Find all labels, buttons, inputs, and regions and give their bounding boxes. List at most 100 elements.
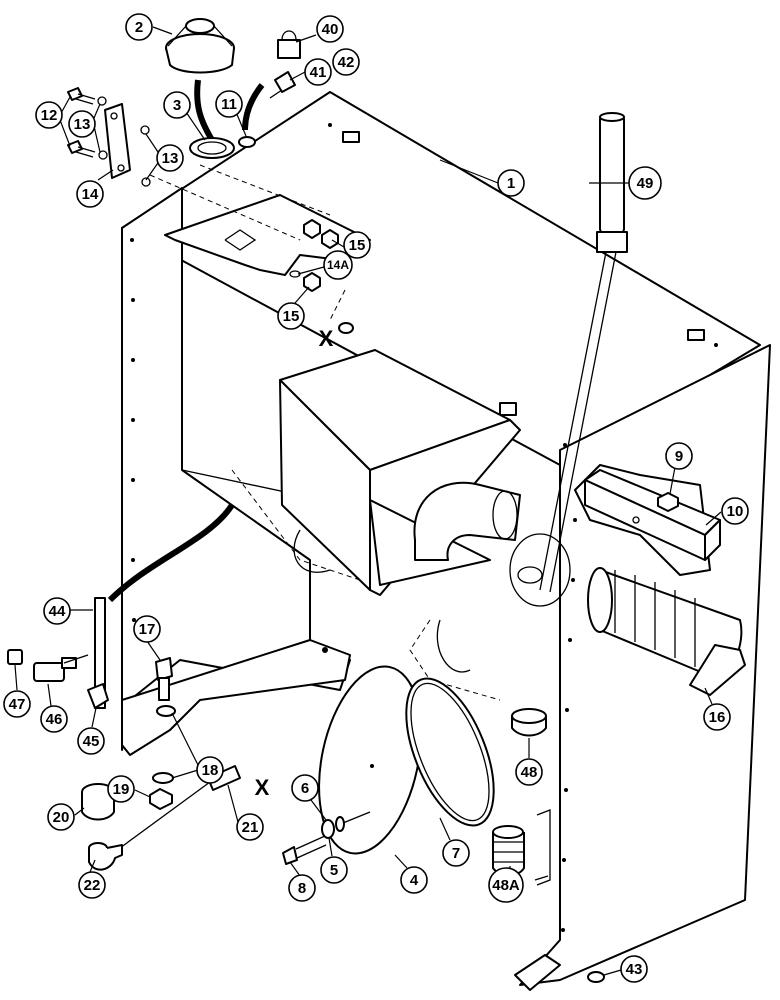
leader-lines [14, 26, 722, 976]
o-ring-13-lower [141, 177, 151, 187]
right-plate-bracket [536, 809, 551, 886]
plug-48 [511, 708, 547, 737]
right-internals [574, 464, 746, 696]
callout-11: 11 [215, 90, 243, 118]
callout-5: 5 [320, 856, 348, 884]
svg-text:3: 3 [173, 97, 181, 114]
plug-48a [492, 825, 525, 877]
callout-14a: 14A [323, 250, 353, 280]
callout-15: 15 [343, 231, 371, 259]
callout-2: 2 [125, 13, 153, 41]
svg-text:45: 45 [83, 733, 100, 750]
callout-19: 19 [107, 775, 135, 803]
svg-text:2: 2 [135, 19, 143, 36]
svg-text:19: 19 [113, 781, 130, 798]
callout-13: 13 [156, 144, 184, 172]
svg-text:16: 16 [709, 709, 726, 726]
x-mark-bottom: X [255, 775, 270, 800]
bolt-8 [282, 835, 327, 865]
x-mark-top: X [319, 326, 334, 351]
clip-41 [274, 71, 296, 93]
internal-elbow-pipe [413, 481, 521, 561]
svg-text:48A: 48A [492, 877, 520, 894]
svg-text:8: 8 [298, 880, 306, 897]
callout-8: 8 [288, 874, 316, 902]
right-plate-foot [514, 954, 561, 991]
svg-text:46: 46 [46, 711, 63, 728]
nut-15-bottom [303, 272, 321, 292]
callout-46: 46 [40, 705, 68, 733]
bolt-17 [155, 657, 173, 701]
callout-20: 20 [47, 803, 75, 831]
svg-text:11: 11 [221, 96, 237, 113]
seal-6 [335, 816, 345, 832]
svg-text:18: 18 [202, 762, 219, 779]
top-lug-right [687, 329, 705, 341]
callout-3: 3 [163, 91, 191, 119]
callout-14: 14 [76, 180, 104, 208]
callout-6: 6 [291, 774, 319, 802]
bottom-mount-plate-left [121, 639, 351, 756]
svg-text:9: 9 [675, 448, 683, 465]
tube-49-body [599, 114, 625, 234]
lower-center-parts [282, 665, 605, 983]
padlock-40 [277, 39, 301, 59]
callout-43: 43 [620, 955, 648, 983]
strap-14 [104, 103, 131, 179]
svg-text:6: 6 [301, 780, 309, 797]
top-lug-left [342, 131, 360, 143]
top-lug-mid [499, 402, 517, 416]
callout-17: 17 [133, 615, 161, 643]
svg-text:17: 17 [139, 621, 156, 638]
svg-text:44: 44 [49, 603, 66, 620]
tube-49 [539, 112, 628, 593]
top-access-cover [164, 194, 371, 276]
nipple-21 [207, 765, 241, 791]
top-parts [67, 18, 339, 292]
svg-text:12: 12 [41, 107, 58, 124]
svg-text:13: 13 [162, 150, 179, 167]
svg-text:15: 15 [283, 308, 300, 325]
svg-text:7: 7 [452, 845, 460, 862]
plug-43 [587, 971, 605, 983]
top-fitting [338, 322, 354, 334]
washer-5 [321, 819, 335, 839]
svg-text:47: 47 [9, 696, 26, 713]
filter-bracket-16 [689, 644, 746, 696]
svg-text:15: 15 [349, 237, 366, 254]
svg-text:41: 41 [310, 64, 327, 81]
bolt-12-upper [67, 87, 96, 105]
callout-9: 9 [665, 442, 693, 470]
svg-text:21: 21 [242, 819, 259, 836]
gasket-11 [238, 136, 256, 148]
internal-diffuser-box [279, 349, 571, 673]
callout-48a: 48A [488, 867, 524, 903]
svg-text:22: 22 [84, 877, 101, 894]
o-ring-13-upper [140, 125, 150, 135]
fitting-45 [87, 683, 109, 709]
svg-text:10: 10 [727, 503, 744, 520]
callout-21: 21 [236, 813, 264, 841]
ball-valve-46 [33, 654, 89, 682]
callout-45: 45 [77, 727, 105, 755]
svg-text:49: 49 [637, 175, 654, 192]
callout-10: 10 [721, 497, 749, 525]
callout-41: 41 [304, 58, 332, 86]
callout-49: 49 [628, 166, 662, 200]
svg-text:48: 48 [521, 764, 538, 781]
svg-text:14: 14 [82, 186, 99, 203]
washer-18-lower [152, 772, 174, 784]
elbow-22 [88, 842, 123, 871]
callout-13: 13 [68, 110, 96, 138]
callout-47: 47 [3, 690, 31, 718]
callout-7: 7 [442, 839, 470, 867]
svg-text:42: 42 [338, 54, 355, 71]
callout-16: 16 [703, 703, 731, 731]
callout-1: 1 [497, 169, 525, 197]
washer-18-upper [156, 705, 176, 717]
callout-42: 42 [332, 48, 360, 76]
svg-text:4: 4 [410, 872, 419, 889]
callout-40: 40 [316, 15, 344, 43]
nut-9 [657, 492, 679, 512]
